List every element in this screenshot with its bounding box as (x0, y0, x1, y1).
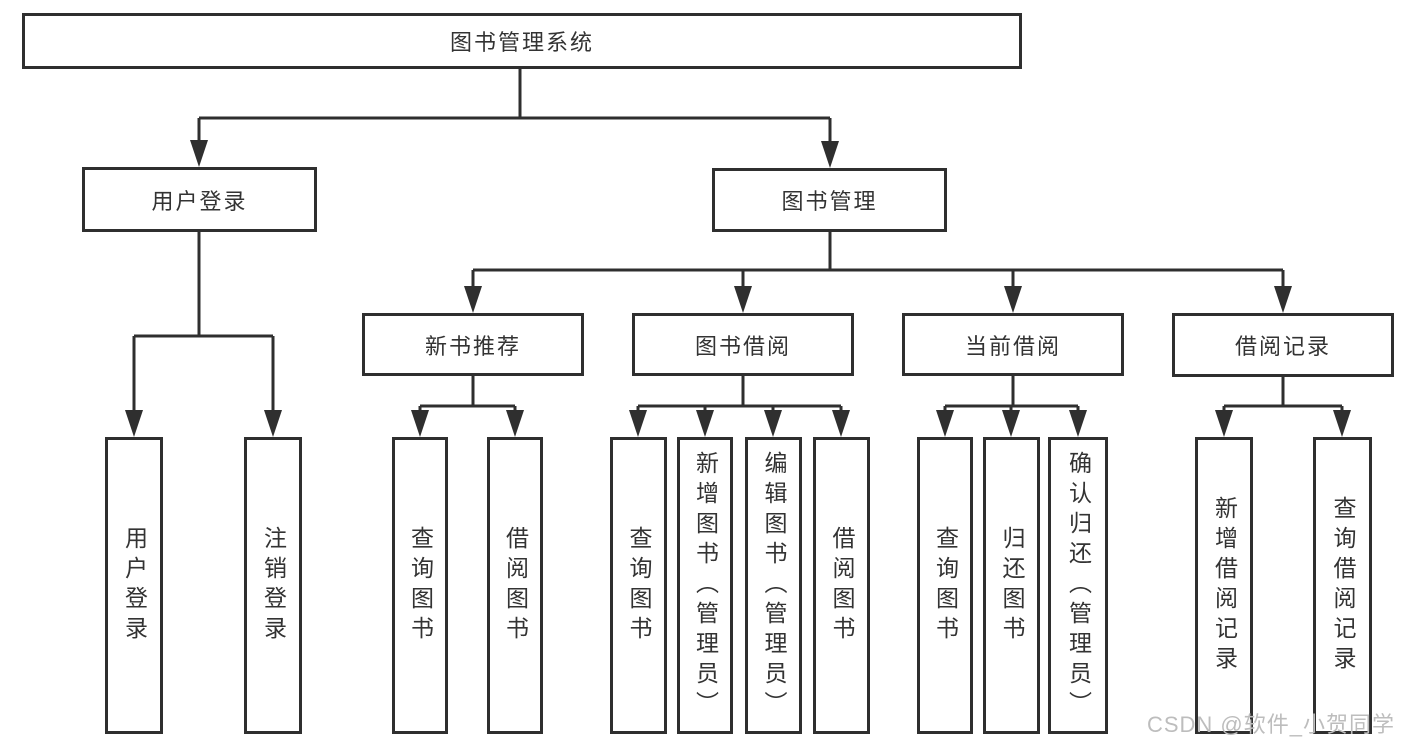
leaf-query-books-current-label: 查询图书 (932, 525, 959, 646)
leaf-query-books-recommend: 查询图书 (392, 437, 448, 734)
leaf-borrow-books-recommend: 借阅图书 (487, 437, 543, 734)
node-user-login: 用户登录 (82, 167, 317, 232)
node-root: 图书管理系统 (22, 13, 1022, 69)
leaf-query-borrow-record-label: 查询借阅记录 (1330, 495, 1356, 676)
node-new-book-recommend-label: 新书推荐 (424, 333, 521, 359)
leaf-edit-book-admin-label: 编辑图书（管理员） (761, 450, 787, 721)
node-new-book-recommend: 新书推荐 (362, 313, 584, 376)
node-book-borrow-label: 图书借阅 (694, 333, 791, 359)
watermark: CSDN @软件_小贺同学 (1146, 712, 1395, 737)
node-current-borrow-label: 当前借阅 (964, 333, 1061, 359)
leaf-add-borrow-record: 新增借阅记录 (1195, 437, 1253, 734)
leaf-query-borrow-record: 查询借阅记录 (1313, 437, 1372, 734)
node-borrow-records: 借阅记录 (1172, 313, 1394, 377)
node-book-borrow: 图书借阅 (632, 313, 854, 376)
leaf-borrow-books: 借阅图书 (813, 437, 870, 734)
leaf-borrow-books-recommend-label: 借阅图书 (502, 525, 529, 646)
node-current-borrow: 当前借阅 (902, 313, 1124, 376)
leaf-query-books-current: 查询图书 (917, 437, 973, 734)
leaf-query-books-borrow: 查询图书 (610, 437, 667, 734)
leaf-add-book-admin-label: 新增图书（管理员） (692, 450, 719, 721)
leaf-edit-book-admin: 编辑图书（管理员） (745, 437, 802, 734)
node-borrow-records-label: 借阅记录 (1234, 334, 1331, 359)
leaf-return-book: 归还图书 (983, 437, 1040, 734)
leaf-query-books-borrow-label: 查询图书 (626, 525, 652, 646)
leaf-add-book-admin: 新增图书（管理员） (677, 437, 733, 734)
leaf-user-login: 用户登录 (105, 437, 163, 734)
node-book-management: 图书管理 (712, 168, 947, 232)
leaf-user-login-label: 用户登录 (121, 525, 148, 646)
leaf-confirm-return-admin: 确认归还（管理员） (1048, 437, 1108, 734)
node-book-management-label: 图书管理 (781, 189, 878, 214)
node-root-label: 图书管理系统 (449, 30, 594, 55)
leaf-confirm-return-admin-label: 确认归还（管理员） (1065, 450, 1092, 721)
leaf-query-books-recommend-label: 查询图书 (407, 525, 434, 646)
leaf-borrow-books-label: 借阅图书 (829, 525, 855, 646)
leaf-return-book-label: 归还图书 (999, 525, 1025, 646)
leaf-add-borrow-record-label: 新增借阅记录 (1211, 495, 1238, 676)
leaf-logout-label: 注销登录 (260, 525, 287, 646)
leaf-logout: 注销登录 (244, 437, 302, 734)
node-user-login-label: 用户登录 (151, 188, 248, 214)
